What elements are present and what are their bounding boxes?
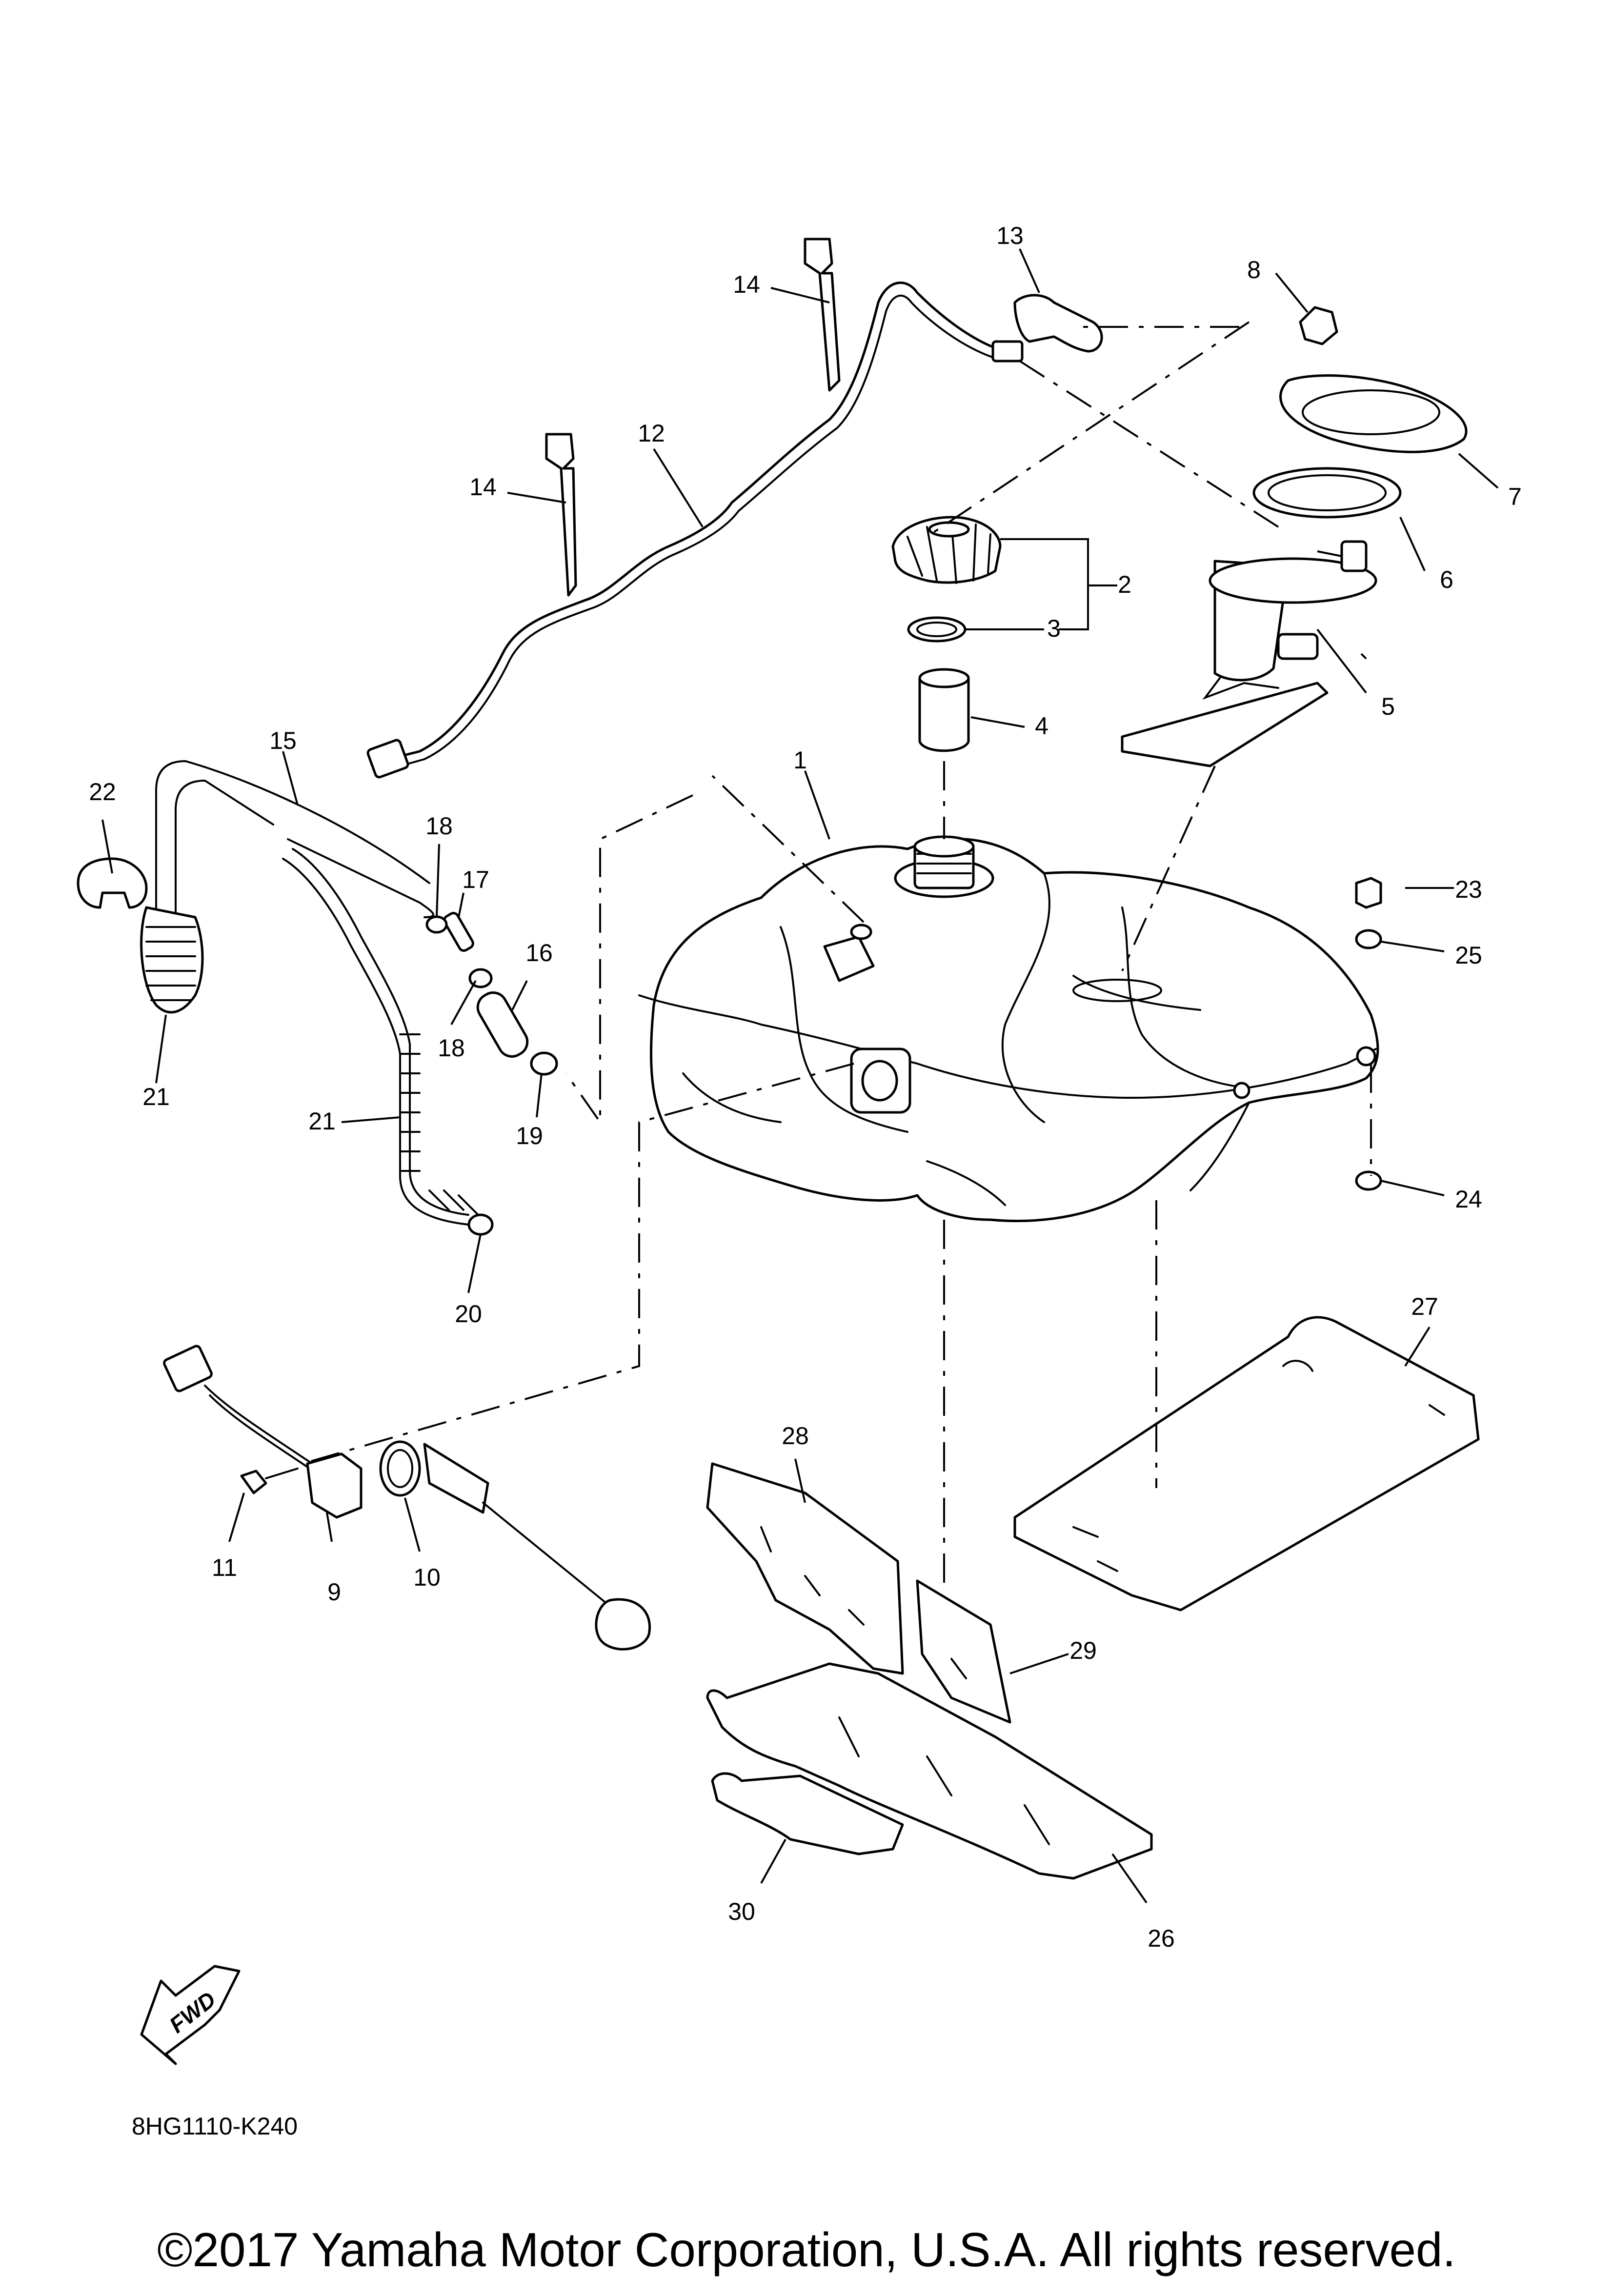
callout-21a: 21: [142, 1083, 170, 1110]
callout-6: 6: [1440, 566, 1453, 593]
callout-20: 20: [455, 1300, 482, 1328]
callout-25: 25: [1455, 942, 1482, 969]
callout-23: 23: [1455, 876, 1482, 903]
protector-part: [706, 1662, 1153, 1880]
filler-tube-part: [918, 668, 970, 752]
callout-30: 30: [728, 1898, 755, 1925]
nut-part: [1299, 306, 1338, 345]
alignment-lines: [302, 321, 1372, 1586]
copyright-notice: ©2017 Yamaha Motor Corporation, U.S.A. A…: [157, 2223, 1455, 2276]
cap-gasket-part: [907, 616, 967, 643]
callout-12: 12: [638, 420, 665, 447]
diagram-code: 8HG1110-K240: [132, 2113, 298, 2140]
insulator-center-part: [916, 1579, 1011, 1724]
callout-22: 22: [89, 778, 116, 806]
pump-plate-part: [1279, 374, 1468, 453]
callout-11: 11: [212, 1554, 237, 1581]
callout-28: 28: [782, 1422, 809, 1450]
insulator-small-part: [711, 1772, 904, 1855]
callout-10: 10: [413, 1564, 441, 1591]
cable-tie-part: [545, 238, 841, 597]
callout-3: 3: [1047, 615, 1061, 642]
callout-16: 16: [525, 939, 553, 967]
hose-joint-part: [443, 912, 529, 1058]
sender-gasket-part: [379, 1440, 421, 1497]
pump-gasket-part: [1252, 467, 1402, 519]
sender-unit-part: [163, 1345, 651, 1651]
callout-17: 17: [462, 866, 489, 893]
breather-hose-part: [366, 282, 1024, 779]
screw-part: [240, 1468, 299, 1494]
callout-14a: 14: [733, 271, 760, 298]
callout-19: 19: [516, 1122, 543, 1149]
callout-14b: 14: [469, 473, 497, 501]
callout-15: 15: [269, 727, 297, 754]
fuel-pump-part: [1121, 540, 1377, 767]
insulator-left-part: [706, 1462, 904, 1675]
callout-27: 27: [1411, 1293, 1438, 1320]
callout-8: 8: [1247, 256, 1261, 283]
forward-arrow-icon: FWD: [140, 1965, 241, 2065]
callout-labels: 1 2 3 4 5 6 7 8 9 10 11 12 13 14 14 15 1…: [89, 222, 1522, 1952]
bolt-part: [1355, 877, 1382, 1191]
callout-2: 2: [1118, 571, 1131, 598]
callout-7: 7: [1508, 483, 1522, 510]
hose-clamp-part: [1013, 294, 1103, 353]
callout-29: 29: [1069, 1637, 1097, 1664]
fuel-tank-part: [638, 835, 1379, 1222]
callout-18a: 18: [425, 812, 453, 840]
fuel-cap-part: [891, 516, 1002, 584]
callout-13: 13: [996, 222, 1024, 249]
leader-lines: [101, 248, 1499, 1904]
callout-5: 5: [1381, 693, 1395, 720]
hose-holder-part: [77, 857, 148, 909]
callout-1: 1: [793, 746, 807, 774]
callout-21b: 21: [308, 1108, 336, 1135]
callout-4: 4: [1035, 712, 1048, 740]
heat-shield-part: [1013, 1316, 1480, 1611]
drain-hose-part: [140, 760, 479, 1226]
callout-9: 9: [327, 1578, 341, 1606]
callout-26: 26: [1148, 1925, 1175, 1952]
callout-18b: 18: [438, 1034, 465, 1062]
callout-24: 24: [1455, 1186, 1482, 1213]
